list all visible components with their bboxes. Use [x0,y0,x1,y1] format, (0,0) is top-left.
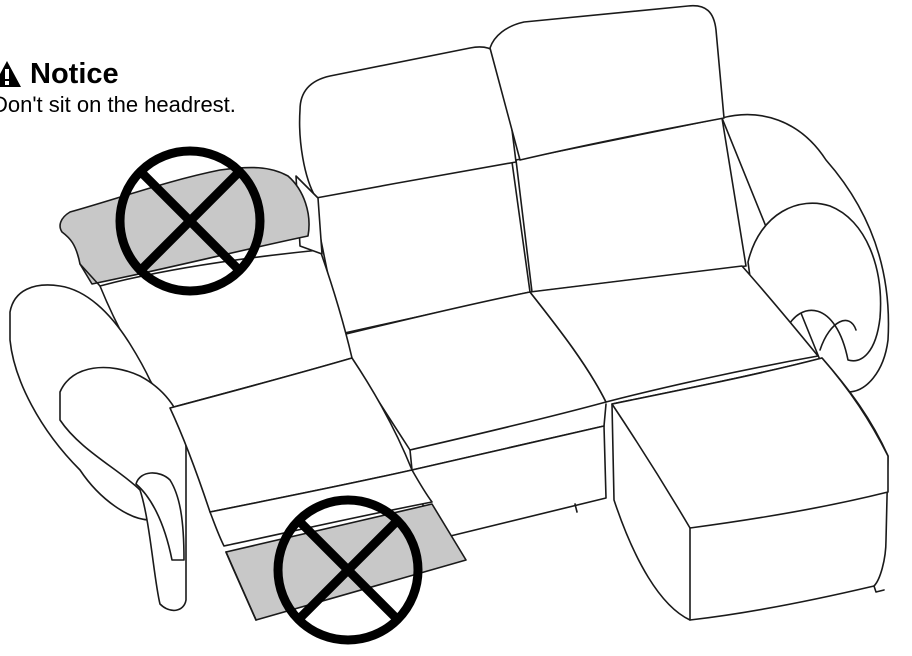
notice-callout: Notice Don't sit on the headrest. [0,58,236,118]
notice-title: Notice [30,58,119,90]
notice-heading: Notice [0,58,236,90]
notice-message: Don't sit on the headrest. [0,92,236,118]
warning-triangle-icon [0,60,22,88]
ottoman [612,358,888,620]
